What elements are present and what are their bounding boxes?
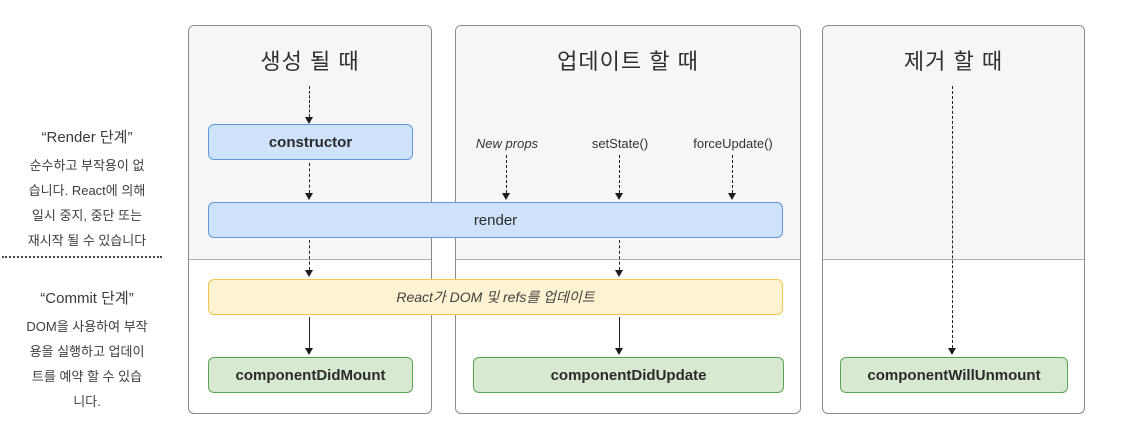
react-dom-update-box: React가 DOM 및 refs를 업데이트 <box>208 279 783 315</box>
arrow-dom-update-to-did-mount <box>304 317 313 355</box>
arrow-force-update-to-render <box>727 155 736 200</box>
panel-unmount-render-section <box>823 26 1084 260</box>
component-did-update-box: componentDidUpdate <box>473 357 784 393</box>
component-did-mount-box: componentDidMount <box>208 357 413 393</box>
panel-update-title: 업데이트 할 때 <box>557 49 699 74</box>
panel-unmount-title: 제거 할 때 <box>903 49 1004 74</box>
panel-unmount: 제거 할 때 <box>822 25 1085 414</box>
arrow-constructor-to-render <box>304 163 313 200</box>
render-box: render <box>208 202 783 238</box>
render-phase-title: “Render 단계” <box>41 129 133 146</box>
arrow-unmount-title-to-will-unmount <box>947 86 956 355</box>
commit-phase-title: “Commit 단계” <box>40 290 134 307</box>
phase-dotted-divider <box>2 256 162 258</box>
render-phase-note: “Render 단계” 순수하고 부작용이 없 습니다. React에 의해 일… <box>4 126 170 253</box>
arrow-dom-update-to-did-update <box>614 317 623 355</box>
trigger-force-update: forceUpdate() <box>693 136 773 151</box>
arrow-mount-title-to-constructor <box>304 86 313 124</box>
trigger-set-state: setState() <box>591 136 649 151</box>
trigger-new-props: New props <box>475 136 539 151</box>
arrow-render-to-dom-update-update <box>614 240 623 277</box>
constructor-box: constructor <box>208 124 413 160</box>
component-will-unmount-box: componentWillUnmount <box>840 357 1068 393</box>
arrow-render-to-dom-update-mount <box>304 240 313 277</box>
panel-mount-title: 생성 될 때 <box>260 49 360 74</box>
arrow-set-state-to-render <box>614 155 623 200</box>
commit-phase-note: “Commit 단계” DOM을 사용하여 부작 용을 실행하고 업데이 트를 … <box>4 287 170 414</box>
arrow-new-props-to-render <box>501 155 510 200</box>
commit-phase-description: DOM을 사용하여 부작 용을 실행하고 업데이 트를 예약 할 수 있습 니다… <box>26 319 148 409</box>
render-phase-description: 순수하고 부작용이 없 습니다. React에 의해 일시 중지, 중단 또는 … <box>27 158 147 248</box>
